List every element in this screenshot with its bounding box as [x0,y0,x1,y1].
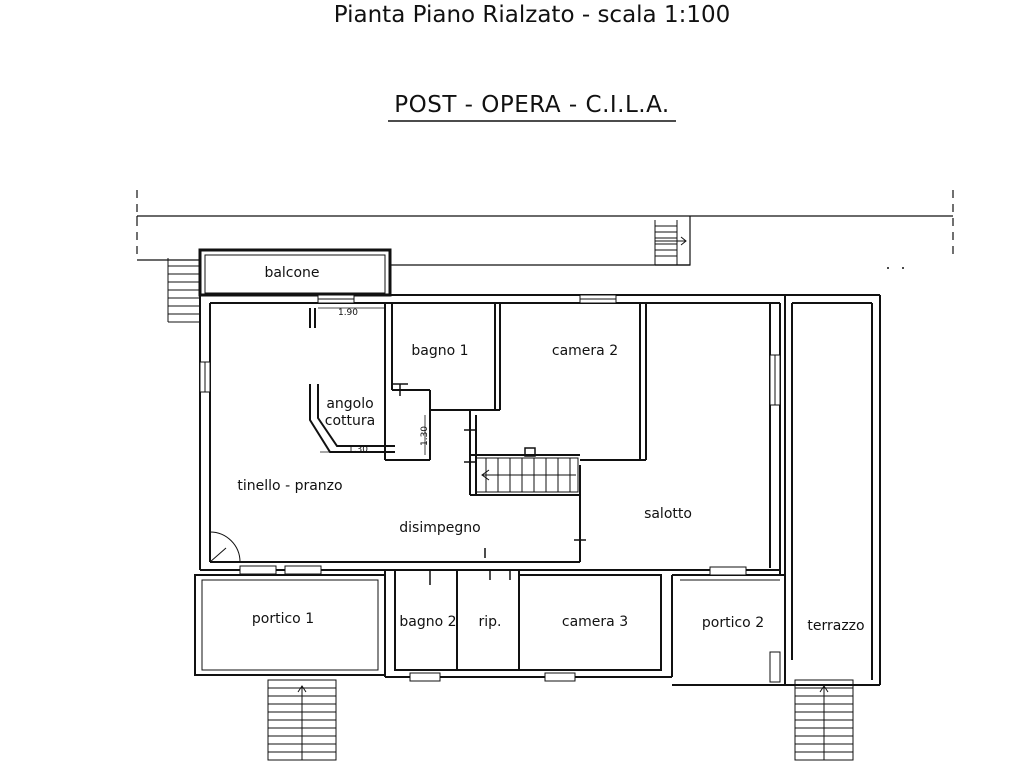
room-labels: balcone bagno 1 camera 2 angolo cottura … [237,265,864,634]
label-camera2: camera 2 [552,343,618,359]
label-terrazzo: terrazzo [807,618,864,634]
label-cottura: cottura [325,413,375,429]
stair-lower-right [794,679,854,761]
label-camera3: camera 3 [562,614,628,630]
interior-walls [309,303,647,496]
label-bagno1: bagno 1 [411,343,468,359]
label-bagno2: bagno 2 [399,614,456,630]
lower-door-ticks [429,570,511,585]
internal-stair [475,457,579,493]
site-lines [137,216,691,266]
dim-label-3: 1.30 [420,426,430,446]
dimension-lines [318,307,426,455]
stair-lower-left [267,679,337,761]
label-salotto: salotto [644,506,692,522]
dimension-labels: 1.90 1.30 1.30 [338,308,430,455]
stair-upper-left [167,258,201,323]
stair-upper-center [654,220,687,265]
dim-label-1: 1.90 [338,308,358,318]
dim-label-2: 1.30 [348,445,368,455]
label-angolo: angolo [326,396,373,412]
label-disimpegno: disimpegno [399,520,480,536]
plan-title: POST - OPERA - C.I.L.A. [394,92,669,118]
label-rip: rip. [479,614,502,630]
boundary-lines [136,190,954,260]
stray-marks [887,267,904,269]
windows-top [199,294,781,406]
plan-title-cut: Pianta Piano Rialzato - scala 1:100 [334,2,731,28]
label-balcone: balcone [264,265,319,281]
label-tinello: tinello - pranzo [237,478,342,494]
label-portico2: portico 2 [702,615,764,631]
label-portico1: portico 1 [252,611,314,627]
windows-bottom [239,565,781,683]
door-ticks [392,383,586,563]
door-swing [209,531,241,563]
exterior-walls [199,294,785,575]
